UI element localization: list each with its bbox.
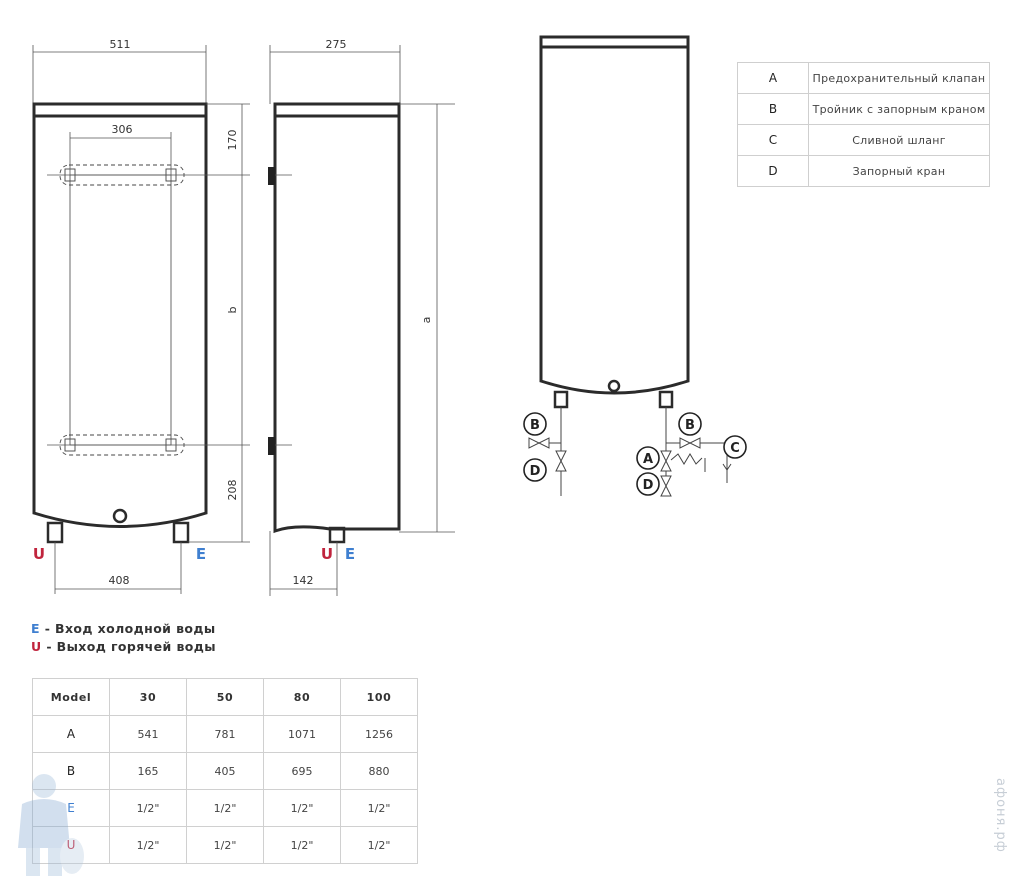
- scheme-marker-a: A: [643, 452, 653, 467]
- table-cell: 1/2": [109, 826, 187, 864]
- table-cell: 781: [186, 715, 264, 753]
- table-cell: 165: [109, 752, 187, 790]
- dim-top-offset: 170: [226, 130, 239, 151]
- cold-text: - Вход холодной воды: [39, 621, 216, 636]
- table-cell: 1/2": [109, 789, 187, 827]
- legend-key: C: [737, 124, 809, 156]
- model-table-header: Model 30 50 80 100: [32, 678, 418, 716]
- header-cell: 30: [109, 678, 187, 716]
- table-row: A 541 781 1071 1256: [32, 715, 418, 753]
- legend-row: C Сливной шланг: [737, 124, 990, 156]
- legend-row: A Предохранительный клапан: [737, 62, 990, 94]
- legend-value: Запорный кран: [808, 155, 990, 187]
- table-cell: 1/2": [340, 789, 418, 827]
- table-cell: 1256: [340, 715, 418, 753]
- legend-row: B Тройник с запорным краном: [737, 93, 990, 125]
- front-cold-label: E: [196, 545, 206, 563]
- cold-key: E: [31, 621, 40, 636]
- front-view: 511 306 170 b 208 408: [32, 38, 250, 594]
- model-table: Model 30 50 80 100 A 541 781 1071 1256 B…: [32, 678, 418, 864]
- table-row: B 165 405 695 880: [32, 752, 418, 790]
- table-cell: 405: [186, 752, 264, 790]
- scheme-marker-c: C: [730, 441, 740, 456]
- header-cell: 50: [186, 678, 264, 716]
- legend-value: Предохранительный клапан: [808, 62, 990, 94]
- header-cell: 80: [263, 678, 341, 716]
- table-cell: 1/2": [263, 826, 341, 864]
- dim-pipe-spacing: 408: [109, 574, 130, 587]
- hot-key: U: [31, 639, 42, 654]
- front-hot-label: U: [33, 545, 45, 563]
- dim-width-side: 275: [326, 38, 347, 51]
- scheme-marker-d-left: D: [530, 464, 541, 479]
- legend-key: A: [737, 62, 809, 94]
- scheme-marker-b-right: B: [685, 418, 695, 433]
- pipe-notes: E - Вход холодной воды U - Выход горячей…: [31, 620, 216, 656]
- hot-text: - Выход горячей воды: [41, 639, 216, 654]
- side-hot-label: U: [321, 545, 333, 563]
- legend-row: D Запорный кран: [737, 155, 990, 187]
- table-cell: 1/2": [263, 789, 341, 827]
- table-cell: 695: [263, 752, 341, 790]
- table-row: E 1/2" 1/2" 1/2" 1/2": [32, 789, 418, 827]
- watermark-text: афоня.рф: [993, 778, 1008, 853]
- header-cell: 100: [340, 678, 418, 716]
- header-cell: Model: [32, 678, 110, 716]
- dim-pipe-offset: 142: [293, 574, 314, 587]
- legend-key: D: [737, 155, 809, 187]
- scheme-marker-b-left: B: [530, 418, 540, 433]
- side-cold-label: E: [345, 545, 355, 563]
- row-key: B: [32, 752, 110, 790]
- dim-bracket-spacing: 306: [112, 123, 133, 136]
- row-key: E: [32, 789, 110, 827]
- connection-scheme: B D B C A D: [523, 35, 747, 497]
- table-cell: 1/2": [186, 826, 264, 864]
- side-view: 275 a 142 U E: [268, 38, 455, 596]
- table-cell: 1/2": [186, 789, 264, 827]
- table-cell: 1/2": [340, 826, 418, 864]
- legend-value: Сливной шланг: [808, 124, 990, 156]
- table-cell: 1071: [263, 715, 341, 753]
- legend-key: B: [737, 93, 809, 125]
- dim-bottom-offset: 208: [226, 480, 239, 501]
- legend-table: A Предохранительный клапан B Тройник с з…: [737, 62, 990, 187]
- cold-water-note: E - Вход холодной воды: [31, 620, 216, 638]
- hot-water-note: U - Выход горячей воды: [31, 638, 216, 656]
- table-cell: 880: [340, 752, 418, 790]
- dim-a: a: [420, 317, 433, 324]
- row-key: U: [32, 826, 110, 864]
- scheme-marker-d-right: D: [643, 478, 654, 493]
- dim-width-front: 511: [110, 38, 131, 51]
- dim-b: b: [226, 306, 239, 313]
- row-key: A: [32, 715, 110, 753]
- table-cell: 541: [109, 715, 187, 753]
- plumber-mascot-watermark: [18, 774, 84, 876]
- table-row: U 1/2" 1/2" 1/2" 1/2": [32, 826, 418, 864]
- legend-value: Тройник с запорным краном: [808, 93, 990, 125]
